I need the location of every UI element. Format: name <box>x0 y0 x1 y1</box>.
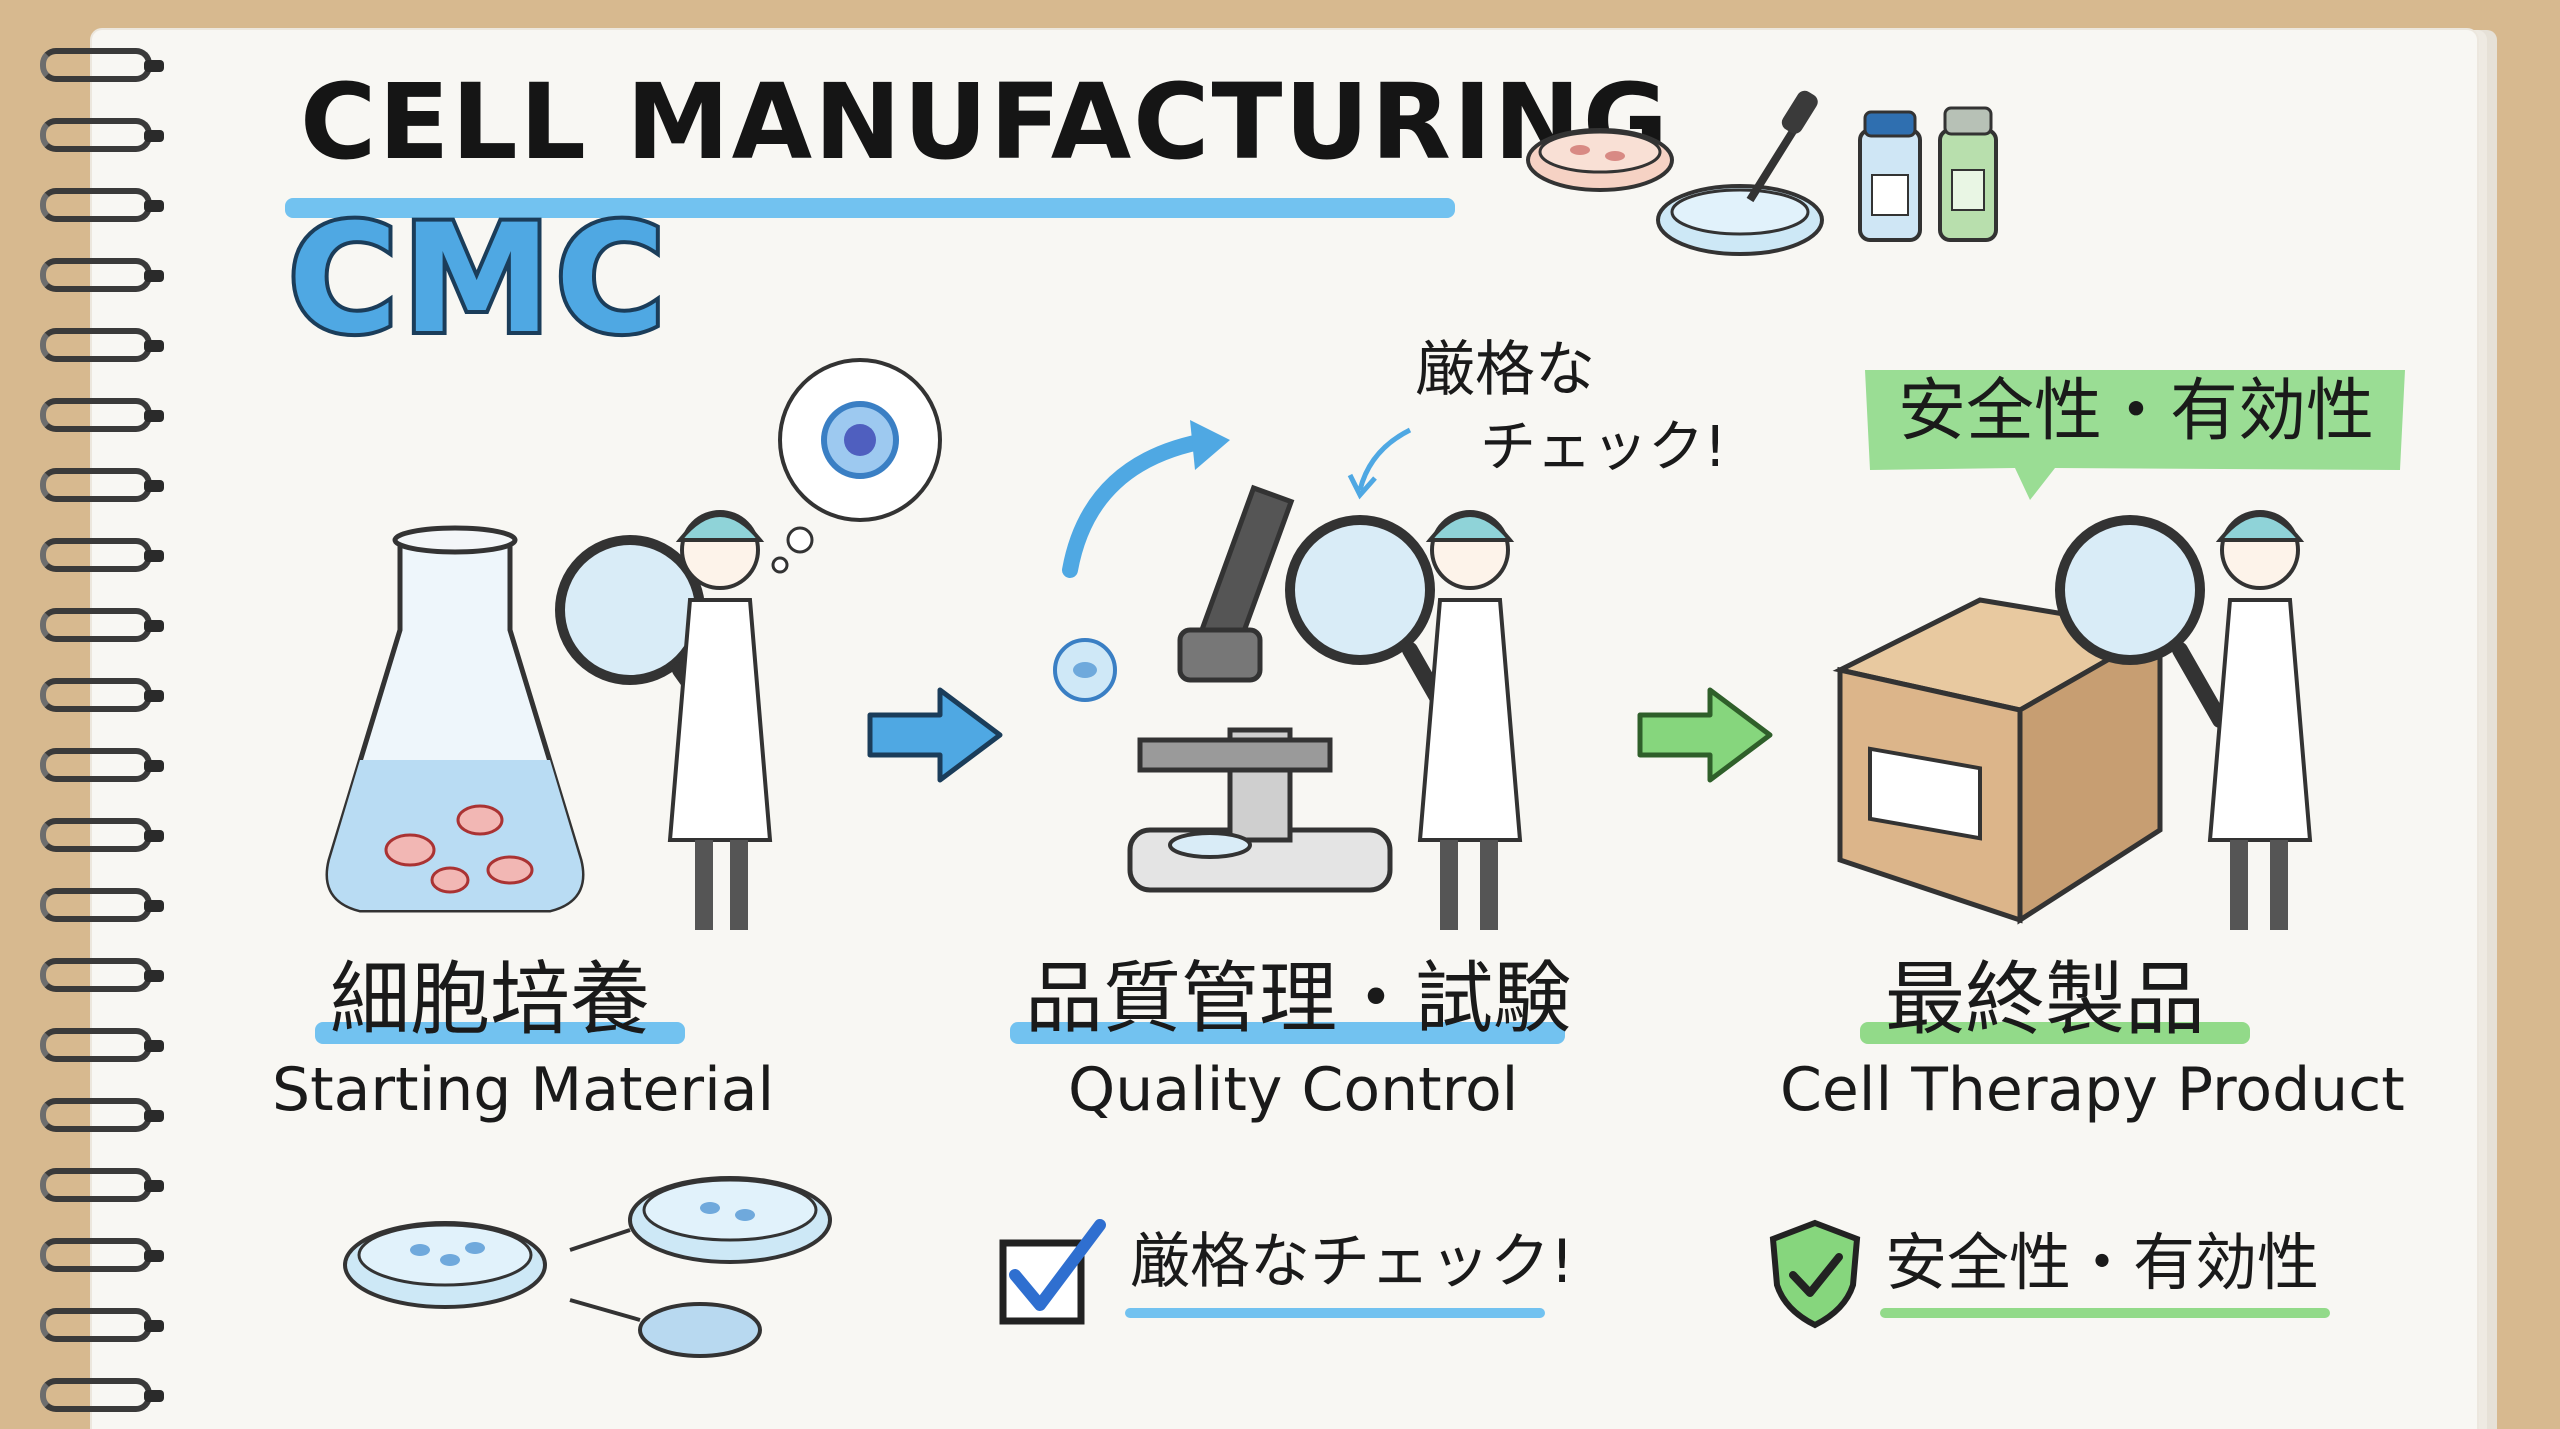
bottom-petri-dishes <box>343 1176 832 1358</box>
microscope-icon <box>1127 484 1393 893</box>
step3-en-label: Cell Therapy Product <box>1780 1055 2405 1125</box>
step3-illustration <box>1832 510 2313 930</box>
vial-icon <box>1938 106 1998 242</box>
footer-check-underline <box>1125 1308 1545 1318</box>
page-subtitle: CMC <box>284 193 670 367</box>
flask-icon <box>325 525 585 913</box>
step2-illustration <box>1053 420 1523 930</box>
step1-illustration <box>325 358 942 930</box>
footer-safety-label: 安全性・有効性 <box>1885 1226 2320 1299</box>
petri-dish-icon <box>1656 184 1824 256</box>
page-title: CELL MANUFACTURING <box>300 61 1671 183</box>
cell-sample-icon <box>1053 638 1117 702</box>
strict-check-callout-line2: チェック! <box>1480 415 1727 480</box>
petri-dish-icon <box>638 1302 762 1358</box>
checkbox-icon <box>999 1219 1106 1325</box>
footer-check-label: 厳格なチェック! <box>1130 1227 1575 1297</box>
step3-jp-highlight <box>1860 1022 2250 1044</box>
scientist-figure <box>2207 510 2313 930</box>
step2-en-label: Quality Control <box>1068 1055 1519 1125</box>
step1-jp-highlight <box>315 1022 685 1044</box>
step2-jp-highlight <box>1010 1022 1565 1044</box>
scientist-figure <box>667 510 773 930</box>
step1-jp-label: 細胞培養 <box>330 953 650 1046</box>
magnifier-icon <box>2055 515 2228 728</box>
petri-dish-icon <box>628 1176 832 1264</box>
step1-en-label: Starting Material <box>272 1055 775 1125</box>
dropper-icon <box>1746 90 1818 203</box>
curved-arrow-icon <box>1062 432 1218 578</box>
arrow-right-icon <box>1637 687 1773 783</box>
safety-bubble-shape <box>1865 370 2405 500</box>
step2-jp-label: 品質管理・試験 <box>1025 954 1572 1044</box>
footer-safety-underline <box>1880 1308 2330 1318</box>
arrow-right-icon <box>867 687 1003 783</box>
strict-check-callout-line1: 厳格な <box>1415 335 1595 405</box>
thought-bubble <box>771 358 942 574</box>
magnifier-icon <box>1285 515 1458 728</box>
vial-icon <box>1858 110 1922 242</box>
safety-bubble-text: 安全性・有効性 <box>1898 372 2375 451</box>
step3-jp-label: 最終製品 <box>1885 953 2205 1046</box>
petri-dish-icon <box>1526 128 1674 192</box>
top-lab-supplies <box>1526 90 1998 256</box>
title-underline <box>285 198 1455 218</box>
scientist-figure <box>1417 510 1523 930</box>
shield-check-icon <box>1769 1219 1861 1329</box>
petri-dish-icon <box>343 1221 547 1309</box>
callout-arrow-icon <box>1347 427 1412 500</box>
